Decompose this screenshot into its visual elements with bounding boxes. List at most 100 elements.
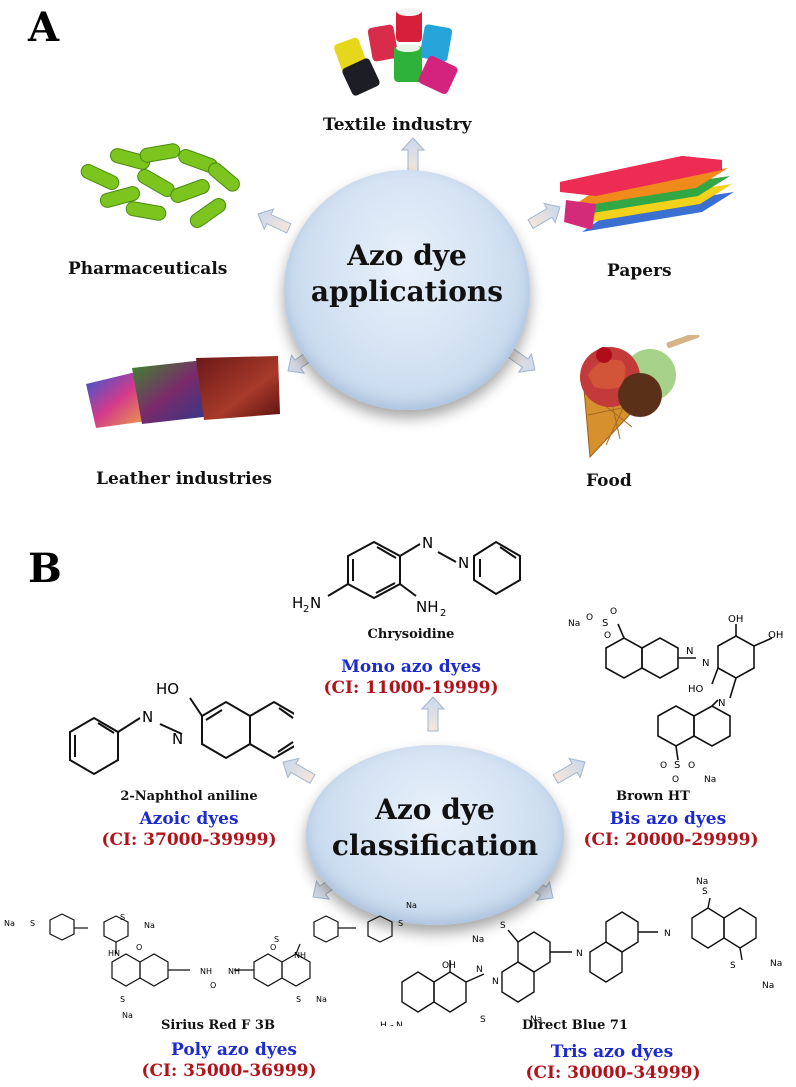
label-na: Na <box>704 775 716 785</box>
label-nh: NH <box>294 951 306 960</box>
label-o: O <box>660 761 667 771</box>
label-oh: OH <box>768 630 783 641</box>
label-n: N <box>458 554 469 572</box>
capsules-icon <box>80 143 240 228</box>
label-s: S <box>274 935 279 944</box>
leather-wallets-icon <box>86 356 280 428</box>
label-na: Na <box>316 995 327 1004</box>
applications-center-title: Azo dye applications <box>284 238 530 310</box>
class-poly: Poly azo dyes <box>171 1040 297 1060</box>
ci-poly: (CI: 35000-36999) <box>141 1061 317 1081</box>
label-s: S <box>602 618 608 629</box>
label-n: N <box>664 929 671 939</box>
label-n: N <box>476 965 483 975</box>
label-n: N <box>422 534 433 552</box>
label-nh: NH <box>228 967 240 976</box>
ci-bis: (CI: 20000-29999) <box>583 830 759 850</box>
label-n: N <box>172 730 183 748</box>
label-sub2: 2 <box>440 608 446 619</box>
label-oh: OH <box>442 961 456 971</box>
label-nh2: NH <box>416 598 439 616</box>
compound-naphthol-aniline: 2-Naphthol aniline <box>120 789 258 804</box>
class-azoic: Azoic dyes <box>139 809 239 829</box>
ci-mono: (CI: 11000-19999) <box>323 678 499 698</box>
classification-center-ellipse <box>306 745 564 925</box>
naphthol-aniline-structure: N N HO <box>69 680 294 776</box>
label-leather: Leather industries <box>96 469 272 489</box>
label-o: O <box>604 631 611 641</box>
label-na: Na <box>762 981 774 991</box>
label-na: Na <box>472 935 484 945</box>
center-title-line2: applications <box>310 275 504 308</box>
label-o: O <box>586 613 593 623</box>
label-n: N <box>310 594 321 612</box>
label-s: S <box>674 760 680 771</box>
arrow-to-textile <box>401 137 425 173</box>
label-oh: OH <box>728 614 743 625</box>
label-h2n: H <box>380 1021 387 1026</box>
label-pharmaceuticals: Pharmaceuticals <box>68 259 228 279</box>
compound-brown-ht: Brown HT <box>616 789 690 804</box>
label-n: N <box>396 1021 403 1026</box>
label-s: S <box>120 913 125 922</box>
label-na: Na <box>770 959 782 969</box>
class-tris: Tris azo dyes <box>550 1042 674 1062</box>
label-food: Food <box>586 471 632 491</box>
panel-b-label: B <box>28 545 62 592</box>
center-title-line2: classification <box>331 829 539 862</box>
label-hn: HN <box>108 949 120 958</box>
label-na: Na <box>696 877 708 887</box>
direct-blue-71-structure: H 2 N OH N N S Na Na S N N S Na S Na Na <box>380 877 782 1026</box>
label-ho: HO <box>688 684 704 695</box>
center-title-line1: Azo dye <box>375 793 495 826</box>
classification-center-title: Azo dye classification <box>306 792 564 864</box>
compound-sirius-red: Sirius Red F 3B <box>161 1018 275 1033</box>
arrow-to-pharmaceuticals <box>252 203 294 239</box>
label-s: S <box>480 1015 486 1025</box>
label-papers: Papers <box>607 261 672 281</box>
label-na: Na <box>568 619 580 629</box>
label-textile: Textile industry <box>323 115 472 135</box>
label-na: Na <box>406 901 417 910</box>
label-s: S <box>730 961 736 971</box>
compound-direct-blue-71: Direct Blue 71 <box>521 1018 629 1033</box>
label-sub2: 2 <box>303 604 309 615</box>
compound-chrysoidine: Chrysoidine <box>367 627 455 642</box>
label-n: N <box>142 708 153 726</box>
label-s: S <box>398 919 403 928</box>
brown-ht-structure: Na O S O O N N OH OH HO N O S O O Na <box>568 607 783 785</box>
ice-cream-icon <box>580 335 700 459</box>
label-o: O <box>270 943 276 952</box>
panel-a-label: A <box>28 4 60 51</box>
class-mono: Mono azo dyes <box>341 657 481 677</box>
label-na: Na <box>122 1011 133 1018</box>
arrow-to-mono <box>421 696 445 732</box>
label-s: S <box>30 919 35 928</box>
label-n: N <box>492 977 499 987</box>
label-na: Na <box>530 1015 542 1025</box>
label-o: O <box>688 761 695 771</box>
label-n: N <box>718 698 725 709</box>
chrysoidine-structure: N N H 2 N NH 2 <box>292 534 521 619</box>
label-ho: HO <box>156 680 179 698</box>
textile-spools-icon <box>334 8 458 96</box>
label-s: S <box>702 887 708 897</box>
ci-azoic: (CI: 37000-39999) <box>101 830 277 850</box>
label-nh: NH <box>200 967 212 976</box>
label-na: Na <box>4 919 15 928</box>
label-s: S <box>296 995 301 1004</box>
label-o: O <box>136 943 142 952</box>
label-na: Na <box>144 921 155 930</box>
label-s: S <box>500 921 506 931</box>
label-o: O <box>672 775 679 785</box>
sirius-red-structure: Na S S Na HN O S Na NH O NH S NH O S Na … <box>4 901 417 1018</box>
label-o: O <box>610 607 617 617</box>
paper-stack-icon <box>560 156 734 232</box>
applications-center-ellipse <box>284 170 530 410</box>
label-h2n: H <box>292 594 303 612</box>
label-o: O <box>210 981 216 990</box>
label-sub2: 2 <box>390 1024 394 1026</box>
label-n: N <box>686 646 693 657</box>
label-n: N <box>576 949 583 959</box>
ci-tris: (CI: 30000-34999) <box>525 1063 701 1083</box>
